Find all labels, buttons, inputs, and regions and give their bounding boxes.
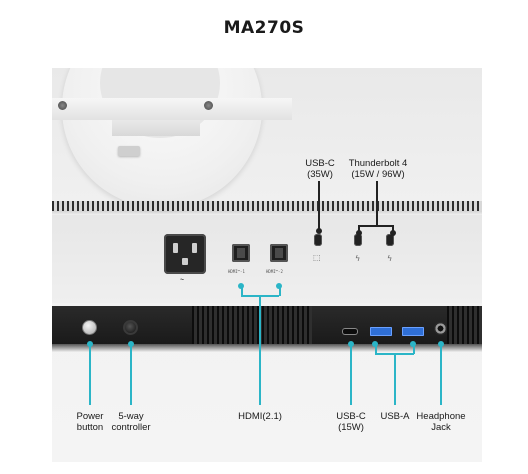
thunderbolt4-label: Thunderbolt 4 (15W / 96W) (338, 158, 418, 180)
callout-line (279, 286, 281, 296)
hdmi-port-icon (232, 244, 250, 262)
hdmi-port-label: HDMI™-1 (228, 269, 245, 274)
callout-line (259, 295, 261, 405)
lower-vent (192, 306, 312, 344)
usbc-35w-label: USB-C (35W) (298, 158, 342, 180)
callout-line (392, 225, 394, 233)
thunderbolt-port-icon (354, 234, 362, 246)
callout-line (350, 344, 352, 405)
label-line: button (76, 422, 104, 433)
lower-vent (447, 306, 482, 344)
stand-plate (52, 98, 292, 120)
callout-dot (315, 228, 322, 234)
hdmi-port-icon (270, 244, 288, 262)
screw-icon (58, 101, 67, 110)
stand-bracket (112, 120, 200, 136)
thunderbolt-icon: ϟ (355, 254, 361, 263)
callout-line (394, 353, 396, 405)
hdmi-port-label: HDMI™-2 (266, 269, 283, 274)
usb-a-port-icon (370, 327, 392, 336)
controller-label: 5-way controller (104, 411, 158, 433)
power-symbol: ⏦ (180, 277, 185, 283)
vent-shadow (52, 211, 482, 215)
callout-line (130, 344, 132, 405)
monitor-rear-panel: ⏦ HDMI™-1 HDMI™-2 ⬚ ϟ ϟ (52, 68, 482, 462)
thunderbolt-port-icon (386, 234, 394, 246)
hdmi-label: HDMI(2.1) (238, 411, 282, 422)
thunderbolt-icon: ϟ (387, 254, 393, 263)
callout-line (318, 181, 320, 231)
usb-c-port-icon (342, 328, 358, 335)
callout-line (376, 181, 378, 225)
power-button-icon[interactable] (82, 320, 97, 335)
usb-c-port-icon (314, 234, 322, 246)
usbc-15w-label: USB-C (15W) (328, 411, 374, 433)
usba-label: USB-A (380, 411, 410, 422)
callout-dot (389, 230, 396, 236)
headphone-label: Headphone Jack (412, 411, 470, 433)
label-line: (35W) (307, 169, 333, 180)
label-line: Headphone (416, 411, 466, 422)
callout-dot (355, 230, 362, 236)
usb-c-symbol: ⬚ (313, 253, 321, 262)
bottom-lip (52, 344, 482, 352)
callout-line (440, 344, 442, 405)
label-line: Thunderbolt 4 (348, 158, 408, 169)
label-line: USB-C (336, 411, 366, 422)
upper-vent (52, 201, 482, 211)
label-line: 5-way (118, 411, 144, 422)
callout-line (375, 344, 377, 354)
callout-line (358, 225, 360, 233)
callout-line (413, 344, 415, 354)
headphone-jack-icon (434, 322, 447, 335)
joystick-icon[interactable] (123, 320, 138, 335)
callout-line (358, 225, 394, 227)
callout-line (89, 344, 91, 405)
label-line: (15W / 96W) (351, 169, 405, 180)
stand-release-latch (118, 146, 140, 156)
label-line: controller (111, 422, 151, 433)
label-line: USB-C (305, 158, 335, 169)
port-body (52, 215, 482, 303)
power-socket-icon (164, 234, 206, 274)
label-line: Power (76, 411, 104, 422)
page-title: MA270S (223, 18, 305, 38)
screw-icon (204, 101, 213, 110)
usb-a-port-icon (402, 327, 424, 336)
label-line: Jack (431, 422, 451, 433)
power-button-label: Power button (66, 411, 114, 433)
callout-line (241, 286, 243, 296)
label-line: (15W) (338, 422, 364, 433)
